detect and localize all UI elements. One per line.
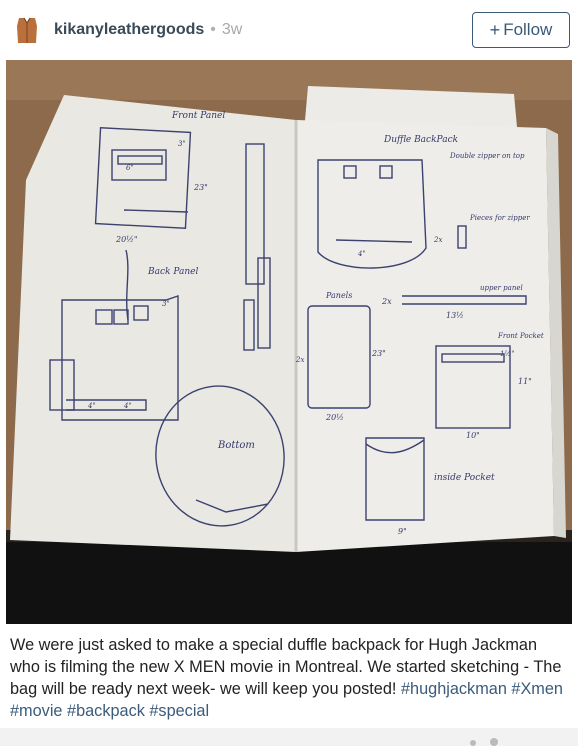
separator-dot: • [210,21,216,38]
dim-3-front: 3" [178,140,186,148]
post-header: kikanyleathergoods • 3w + Follow [0,0,578,60]
follow-label: Follow [503,20,553,39]
dim-6: 6" [126,164,134,172]
caption-hashtags[interactable]: #hughjackman #Xmen #movie #backpack #spe… [10,680,563,720]
label-upper-panel: upper panel [480,284,523,292]
label-back-panel: Back Panel [147,267,198,277]
dim-13half: 13½ [446,311,464,320]
label-front-pocket: Front Pocket [497,332,544,340]
sketchbook-image: Front Panel Duffle BackPack Double zippe… [6,60,572,624]
username-link[interactable]: kikanyleathergoods [54,21,205,38]
dim-2x-upper: 2x [381,297,392,306]
dim-20half-panels: 20½ [325,413,344,422]
label-front-panel: Front Panel [171,111,225,121]
dim-2x-panels: 2x [295,356,304,364]
label-panels: Panels [325,291,352,300]
footer-indicator-dot-large [490,738,498,746]
post-caption: We were just asked to make a special duf… [10,634,566,722]
dim-4-b: 4" [123,402,132,410]
follow-button[interactable]: + Follow [472,12,570,48]
dim-2x-zipper: 2x [433,236,442,244]
label-pieces-for-zipper: Pieces for zipper [469,214,530,222]
label-bottom: Bottom [217,440,255,451]
post-photo[interactable]: Front Panel Duffle BackPack Double zippe… [6,60,572,624]
plus-icon: + [489,19,501,40]
avatar[interactable] [14,16,40,44]
leather-vest-icon [17,17,37,43]
label-duffle-backpack: Duffle BackPack [383,135,458,145]
dim-3-back: 3" [162,300,170,308]
dim-4-c: 4" [357,250,366,258]
dim-1half: 1½" [500,350,514,358]
caption-text: We were just asked to make a special duf… [10,636,562,698]
dim-20half-front: 20½" [115,235,138,244]
dim-9: 9" [398,527,407,536]
dim-23-front: 23" [193,183,208,192]
dim-10: 10" [466,431,480,440]
dim-11: 11" [518,377,532,386]
dim-23-panels: 23" [371,349,386,358]
footer-indicator-dot [470,740,476,746]
label-inside-pocket: inside Pocket [434,473,495,483]
post-footer-bar [0,728,578,746]
dim-4-a: 4" [87,402,96,410]
post-time-ago[interactable]: 3w [221,21,243,38]
label-double-zipper: Double zipper on top [449,152,525,160]
